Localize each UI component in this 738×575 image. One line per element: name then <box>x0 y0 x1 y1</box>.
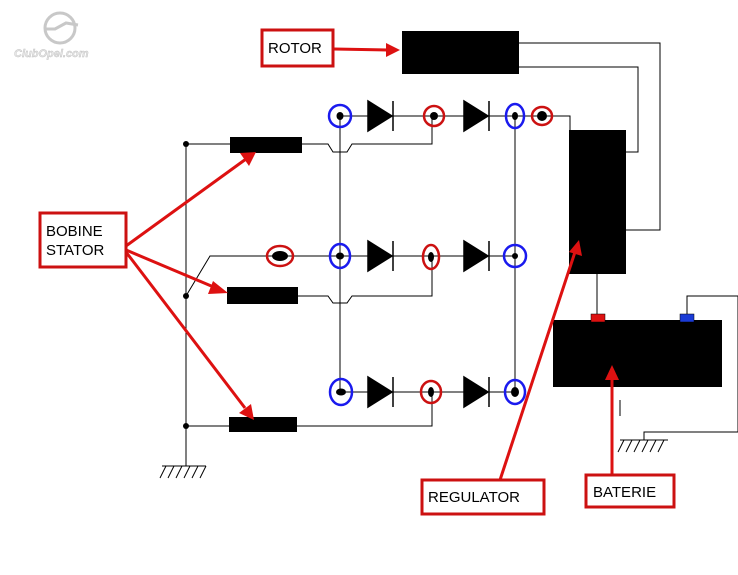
red-node-marker <box>265 244 295 268</box>
red-node-marker <box>422 104 446 128</box>
label-battery-text: BATERIE <box>593 484 656 501</box>
diode-icon <box>367 375 394 409</box>
diode-icon <box>463 239 490 273</box>
diode-icon <box>463 375 490 409</box>
battery-positive-terminal <box>590 313 606 323</box>
node-markers <box>265 102 554 407</box>
red-node-marker <box>421 243 441 271</box>
ground-symbol-battery <box>617 439 668 453</box>
diode-icon <box>367 99 394 133</box>
blue-node-marker <box>504 102 526 130</box>
stator-coil-1 <box>230 137 302 153</box>
stator-coil-3 <box>229 417 297 432</box>
label-rotor-text: ROTOR <box>268 40 322 57</box>
diode-icon <box>367 239 394 273</box>
blue-node-marker <box>503 378 527 406</box>
watermark-text: ClubOpel.com <box>14 48 89 60</box>
blue-node-marker <box>327 103 353 129</box>
red-node-marker <box>419 379 443 405</box>
blue-node-marker <box>502 243 528 269</box>
rotor-block <box>402 31 519 74</box>
annotation-arrows <box>124 43 619 481</box>
label-regulator: REGULATOR <box>420 478 546 516</box>
label-battery: BATERIE <box>584 473 676 509</box>
diode-icon <box>463 99 490 133</box>
opel-logo-icon <box>43 11 79 45</box>
label-stator: BOBINE STATOR <box>38 211 128 269</box>
blue-node-marker <box>328 242 352 270</box>
label-stator-line2: STATOR <box>46 242 105 259</box>
red-node-marker <box>530 105 554 127</box>
circuit-wires <box>185 42 738 466</box>
ground-symbol-stator <box>159 465 207 479</box>
label-stator-line1: BOBINE <box>46 223 103 240</box>
diode-icon-group <box>367 99 490 409</box>
stator-coil-2 <box>227 287 298 304</box>
battery-negative-terminal <box>679 313 695 323</box>
label-rotor: ROTOR <box>260 28 335 68</box>
blue-node-marker <box>328 377 354 407</box>
battery-block <box>553 320 722 387</box>
junction-dots <box>183 141 189 429</box>
label-regulator-text: REGULATOR <box>428 489 520 506</box>
